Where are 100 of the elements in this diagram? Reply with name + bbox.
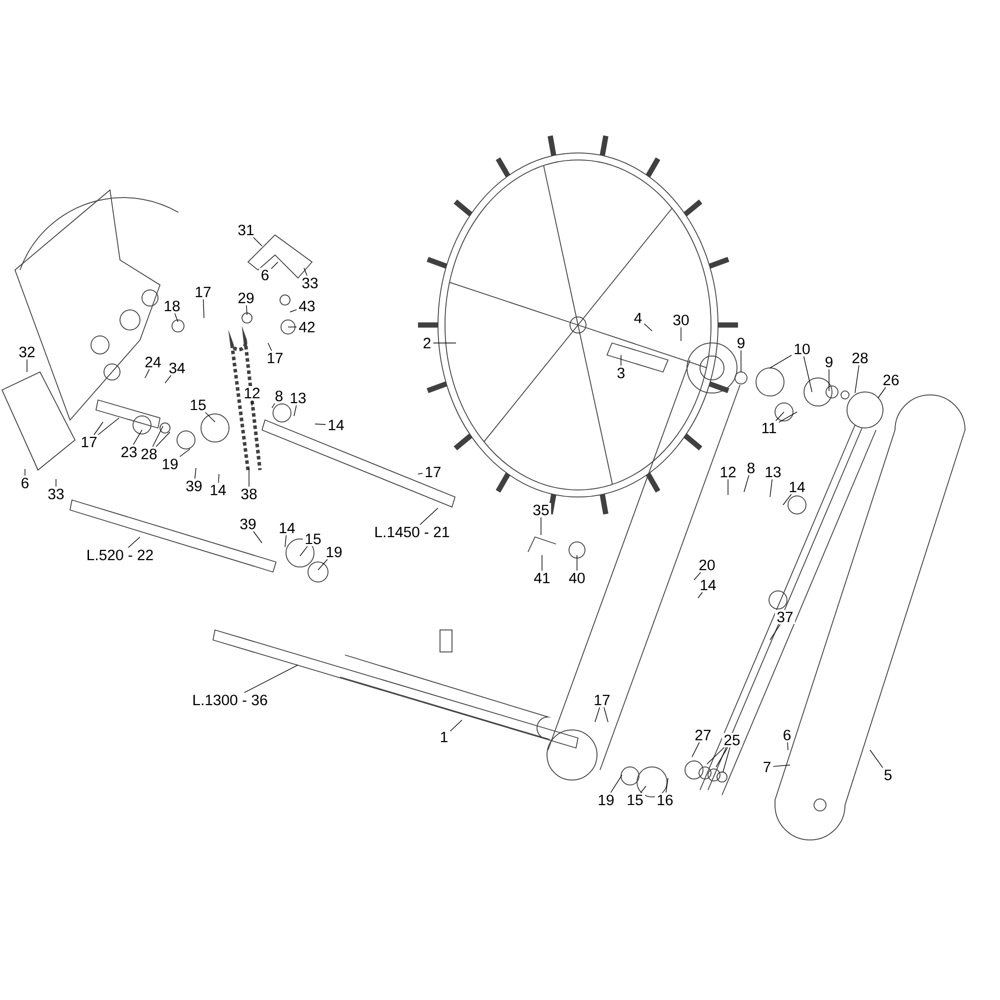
callout-number: 9 <box>735 336 747 350</box>
callout-number: L.1300 - 36 <box>190 692 270 708</box>
callout-number: 31 <box>236 222 256 238</box>
callout-number: 8 <box>745 460 757 476</box>
leader-line <box>180 448 190 457</box>
leader-line <box>244 664 298 693</box>
leader-line <box>770 354 792 368</box>
leader-line <box>202 298 204 318</box>
leader-line <box>253 237 262 246</box>
leader-line <box>174 313 178 322</box>
leader-line <box>722 747 730 772</box>
callout-number: 6 <box>19 476 31 490</box>
leader-line <box>248 468 250 487</box>
callout-number: 16 <box>654 792 676 808</box>
leader-line <box>420 508 438 525</box>
leader-line <box>450 720 462 732</box>
callout-number: 6 <box>781 728 793 742</box>
leader-line <box>778 412 798 423</box>
leader-line <box>24 468 26 476</box>
leader-line <box>666 778 668 793</box>
leader-line <box>144 368 150 378</box>
leader-line <box>698 592 703 598</box>
callout-number: 39 <box>184 478 204 494</box>
callout-number: 33 <box>300 276 320 290</box>
callout-number: 14 <box>276 521 298 535</box>
leader-line <box>98 418 120 436</box>
leader-line <box>204 412 216 422</box>
leader-line <box>694 572 701 580</box>
callout-number: 18 <box>162 298 182 314</box>
callout-number: 5 <box>882 768 894 782</box>
callout-number: 1 <box>438 730 450 744</box>
leader-line <box>164 375 172 384</box>
leader-line <box>744 475 750 492</box>
callout-number: 8 <box>273 388 285 404</box>
leader-line <box>253 531 262 544</box>
callout-number: 41 <box>532 571 552 585</box>
callout-number: 42 <box>296 320 318 334</box>
leader-line <box>706 747 725 764</box>
callout-number: 15 <box>302 532 324 546</box>
callout-number: 12 <box>718 465 738 479</box>
leader-line <box>268 342 272 352</box>
leader-line <box>270 262 278 270</box>
callout-number: 4 <box>632 311 644 325</box>
callout-number: 17 <box>264 351 286 365</box>
leader-line <box>640 786 646 794</box>
callout-number: 37 <box>774 610 796 624</box>
callout-number: 28 <box>138 446 160 462</box>
leader-line <box>604 706 608 722</box>
leader-line <box>775 412 784 422</box>
callout-number: 13 <box>762 464 784 480</box>
callout-number: 40 <box>566 570 588 586</box>
callout-number: 17 <box>422 465 444 479</box>
callout-number: 14 <box>698 578 718 592</box>
leader-line <box>156 432 170 447</box>
callout-number: 33 <box>46 486 66 502</box>
callout-number: 20 <box>696 558 718 572</box>
callout-number: 6 <box>259 268 271 282</box>
leader-line <box>854 365 860 394</box>
callout-number: 24 <box>142 355 164 369</box>
leader-line <box>878 387 886 398</box>
callout-number: 35 <box>530 502 552 518</box>
callout-number: 15 <box>624 793 646 807</box>
callout-number: 14 <box>208 483 228 497</box>
leader-line <box>284 534 287 548</box>
leader-line <box>418 473 423 474</box>
callout-number: 23 <box>118 444 140 460</box>
callout-number: 14 <box>786 480 808 494</box>
leader-line <box>133 430 142 445</box>
callout-number: 9 <box>823 354 835 370</box>
leader-line <box>644 323 652 332</box>
callout-number: 32 <box>16 344 38 360</box>
leader-line <box>304 268 308 276</box>
leader-line <box>716 747 728 768</box>
leader-line <box>782 494 792 506</box>
leader-line <box>692 742 700 758</box>
callout-number: 7 <box>761 760 773 774</box>
callout-number: 19 <box>596 792 616 808</box>
callout-number: 39 <box>238 516 258 532</box>
callout-number: 27 <box>692 728 714 742</box>
leader-line <box>576 554 578 571</box>
callout-number: 29 <box>236 290 256 306</box>
callout-number: 34 <box>166 360 188 376</box>
leader-line <box>318 559 328 570</box>
leader-line <box>740 350 742 372</box>
leader-line <box>152 426 164 447</box>
callout-number: 30 <box>670 312 692 328</box>
leader-line <box>870 750 884 768</box>
leader-line <box>288 326 297 328</box>
leader-line <box>594 706 600 722</box>
leader-line <box>432 342 456 344</box>
leader-line <box>803 356 812 392</box>
leader-line <box>128 536 140 548</box>
leader-line <box>540 517 542 536</box>
leader-line <box>218 474 220 484</box>
callout-number: 17 <box>192 285 214 299</box>
callout-number: 15 <box>188 398 208 412</box>
callout-number: L.1450 - 21 <box>372 524 452 540</box>
callout-number: 19 <box>324 544 344 560</box>
callout-number: 38 <box>238 486 260 502</box>
leader-line <box>314 424 326 425</box>
